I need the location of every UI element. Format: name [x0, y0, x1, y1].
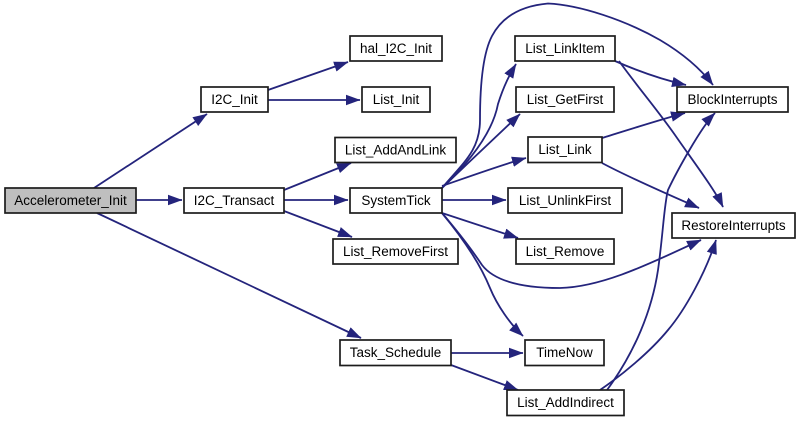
svg-text:List_Remove: List_Remove [526, 244, 605, 259]
svg-text:hal_I2C_Init: hal_I2C_Init [360, 41, 432, 56]
svg-text:List_LinkItem: List_LinkItem [525, 41, 605, 56]
svg-text:Task_Schedule: Task_Schedule [350, 345, 442, 360]
svg-text:TimeNow: TimeNow [536, 345, 593, 360]
svg-text:List_Init: List_Init [373, 92, 420, 107]
svg-text:I2C_Transact: I2C_Transact [194, 193, 275, 208]
svg-text:List_RemoveFirst: List_RemoveFirst [343, 244, 448, 259]
svg-text:Accelerometer_Init: Accelerometer_Init [14, 193, 127, 208]
svg-text:List_AddAndLink: List_AddAndLink [345, 143, 447, 158]
svg-text:BlockInterrupts: BlockInterrupts [687, 92, 777, 107]
svg-text:List_GetFirst: List_GetFirst [527, 92, 604, 107]
svg-text:SystemTick: SystemTick [361, 193, 431, 208]
svg-text:RestoreInterrupts: RestoreInterrupts [681, 218, 786, 233]
svg-text:List_UnlinkFirst: List_UnlinkFirst [519, 193, 612, 208]
svg-text:List_AddIndirect: List_AddIndirect [517, 395, 614, 410]
svg-text:I2C_Init: I2C_Init [211, 92, 258, 107]
svg-text:List_Link: List_Link [538, 142, 592, 157]
